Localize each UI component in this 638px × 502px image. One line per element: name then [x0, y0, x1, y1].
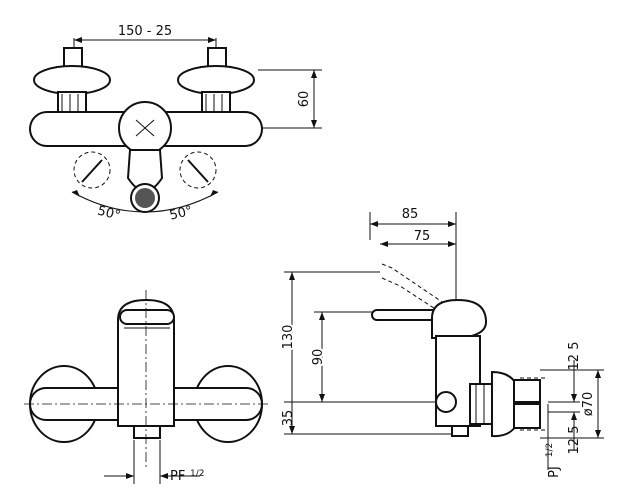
dim-angle-left: 50° [96, 204, 122, 224]
dim-base-height: 35 [281, 410, 296, 427]
front-view: PF 1/2 [24, 290, 268, 484]
dim-angle-right: 50° [168, 204, 194, 224]
dim-lever-reach-outer: 85 [402, 207, 419, 222]
dim-flange-diameter: ø70 [581, 392, 596, 417]
dim-lever-reach-inner: 75 [414, 229, 431, 244]
dim-top-width: 150 - 25 [118, 24, 172, 39]
dim-pipe-thread: PF [170, 469, 185, 484]
dim-total-height: 130 [281, 325, 296, 350]
dim-lever-height: 90 [311, 349, 326, 366]
dim-flange-offset-bottom: 12 5 [567, 426, 582, 455]
dim-connection-thread-fraction: 1/2 [545, 443, 555, 457]
dim-top-height: 60 [297, 91, 312, 108]
dim-connection-thread: PJ [547, 466, 562, 478]
dim-pipe-thread-fraction: 1/2 [190, 469, 204, 479]
top-view: 150 - 25 50° 50° [29, 22, 322, 224]
dim-flange-offset-top: 12 5 [567, 342, 582, 371]
side-view: 85 75 130 90 [279, 207, 604, 478]
